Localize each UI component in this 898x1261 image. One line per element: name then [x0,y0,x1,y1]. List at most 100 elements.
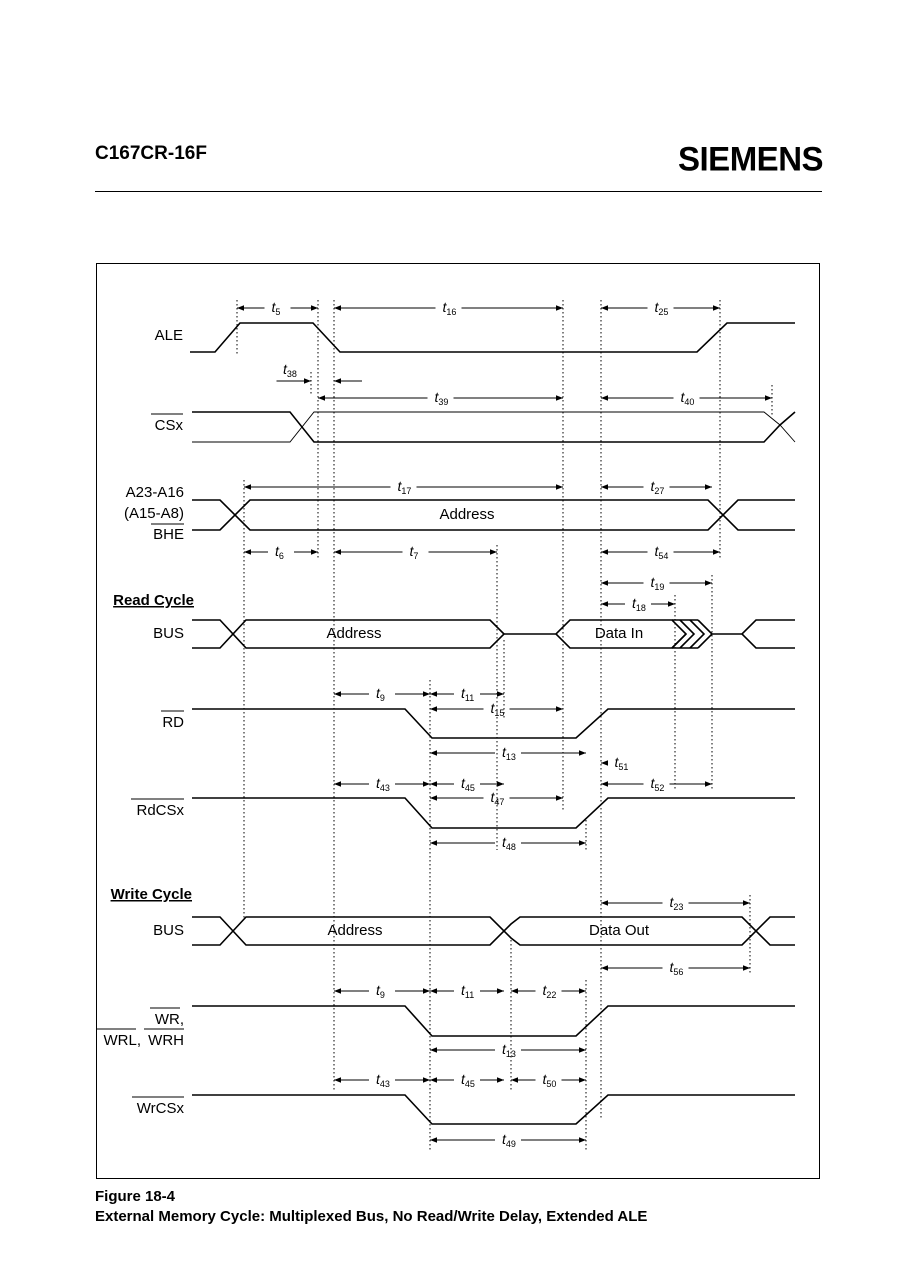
timing-label-t13_read: t13 [502,744,516,762]
address-label-write: Address [327,922,382,939]
timing-label-t9_write: t9 [376,982,385,1000]
document-code: C167CR-16F [95,143,207,164]
timing-t9-read: t9 [334,685,430,703]
label-rdcsx: RdCSx [136,802,184,819]
timing-label-t51: t51 [615,754,629,772]
read-bus-upper [192,619,688,649]
timing-label-t45_write: t45 [461,1071,475,1089]
timing-label-t25: t25 [655,299,669,317]
timing-t49: t49 [430,1131,586,1149]
timing-t40: t40 [601,389,772,407]
timing-label-t9_read: t9 [376,685,385,703]
timing-t22: t22 [511,982,586,1000]
timing-label-t17: t17 [398,478,412,496]
label-write-bus: BUS [153,922,184,939]
timing-t27: t27 [601,478,712,496]
timing-t5: t5 [237,299,318,317]
timing-t13-read: t13 [430,744,586,762]
timing-t17: t17 [244,478,563,496]
label-a23-a16: A23-A16 [126,484,184,501]
label-rd: RD [162,714,184,731]
timing-t25: t25 [601,299,720,317]
rdcsx-waveform [192,797,795,829]
timing-t19: t19 [601,574,712,592]
timing-t7: t7 [334,543,497,561]
label-ale: ALE [155,327,183,344]
timing-t39: t39 [318,389,563,407]
timing-label-t52: t52 [651,775,665,793]
write-bus-upper [192,916,795,946]
timing-label-t54: t54 [655,543,669,561]
timing-t45-write: t45 [430,1071,504,1089]
address-bus-upper [192,499,795,531]
timing-label-t43_write: t43 [376,1071,390,1089]
label-read-bus: BUS [153,625,184,642]
timing-label-t18: t18 [632,595,646,613]
label-wrh: WRH [148,1032,184,1049]
timing-label-t13_write: t13 [502,1041,516,1059]
timing-label-t47: t47 [491,789,505,807]
timing-label-t19: t19 [651,574,665,592]
timing-label-t6: t6 [275,543,284,561]
timing-label-t56: t56 [670,959,684,977]
timing-label-t11_read: t11 [461,685,474,703]
wr-waveform [192,1005,795,1037]
read-bus-lower [192,619,505,649]
timing-label-t43_read: t43 [376,775,390,793]
timing-label-t38: t38 [283,361,297,379]
rd-waveform [192,708,795,739]
header-rule [95,191,822,192]
timing-label-t23: t23 [670,894,684,912]
timing-t48: t48 [430,834,586,852]
timing-t38: t38 [276,361,362,384]
timing-t56: t56 [601,959,750,977]
label-wrl: WRL, [104,1032,142,1049]
timing-label-t48: t48 [502,834,516,852]
timing-label-t15: t15 [491,700,505,718]
timing-label-t7: t7 [410,543,419,561]
brand-logo: SIEMENS [678,139,824,178]
label-bhe: BHE [153,526,184,543]
figure-number: Figure 18-4 [95,1188,176,1205]
data-in-label: Data In [595,625,643,642]
csx-waveform-high [192,411,796,443]
timing-t18: t18 [601,595,675,613]
timing-t51: t51 [601,754,628,772]
write-bus-lower [192,916,795,946]
waveforms [190,322,796,1125]
timing-label-t11_write: t11 [461,982,474,1000]
timing-t43-write: t43 [334,1071,430,1089]
label-wrcsx: WrCSx [137,1100,185,1117]
timing-label-t40: t40 [681,389,695,407]
section-read-cycle: Read Cycle [113,592,194,609]
timing-t13-write: t13 [430,1041,586,1059]
timing-label-t5: t5 [272,299,281,317]
timing-t6: t6 [244,543,318,561]
timing-label-t22: t22 [543,982,557,1000]
figure-caption: External Memory Cycle: Multiplexed Bus, … [95,1208,648,1225]
data-out-label: Data Out [589,922,650,939]
reference-lines [236,300,773,1150]
timing-label-t45_read: t45 [461,775,475,793]
timing-t16: t16 [334,299,563,317]
timing-t9-write: t9 [334,982,430,1000]
address-label-read: Address [326,625,381,642]
label-csx: CSx [155,417,184,434]
label-a15-a8: (A15-A8) [124,505,184,522]
address-label-a23: Address [439,506,494,523]
timing-t47: t47 [430,789,563,807]
timing-t23: t23 [601,894,750,912]
timing-t52: t52 [601,775,712,793]
timing-t11-write: t11 [430,982,504,1000]
ale-waveform [190,322,795,353]
timing-t50: t50 [511,1071,586,1089]
timing-label-t49: t49 [502,1131,516,1149]
timing-label-t50: t50 [543,1071,557,1089]
timing-t54: t54 [601,543,720,561]
timing-annotations: t5 t16 t25 t38 t39 t40 t17 t27 t6 t7 t54 t19 t18 t9 t1… [237,299,772,1149]
timing-label-t16: t16 [443,299,457,317]
csx-waveform-low [192,411,796,443]
label-wr: WR, [155,1011,184,1028]
